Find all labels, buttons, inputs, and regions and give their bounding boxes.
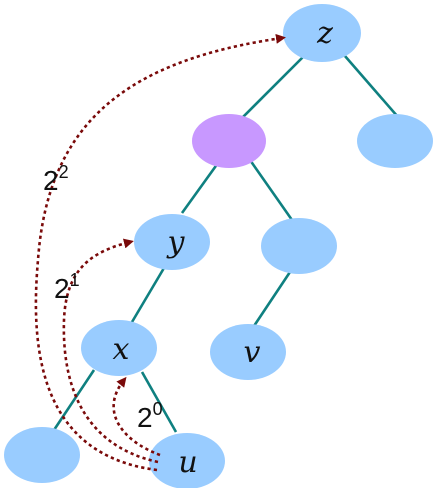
edge-mid-y (180, 162, 220, 214)
jump-arrow-u-to-y (62, 238, 159, 464)
jump-label-2-1-base: 2 (54, 273, 70, 304)
jump-label-2-0-base: 2 (137, 402, 153, 433)
node-z-label: z (316, 16, 333, 51)
edge-right-child-v (252, 271, 292, 327)
node-x-left-child (4, 427, 80, 483)
node-x-label: x (113, 332, 130, 367)
node-v (210, 324, 286, 380)
jump-arrows (34, 33, 286, 472)
edge-z-right-child (337, 47, 399, 118)
jump-arrow-u-to-z (34, 33, 286, 472)
node-y (134, 214, 210, 270)
node-z (283, 4, 361, 62)
node-x (81, 320, 157, 376)
jump-label-2-2-base: 2 (43, 165, 59, 196)
jump-arrow-u-to-x (112, 376, 161, 457)
tree-nodes (4, 4, 433, 488)
edge-x-u (140, 371, 178, 433)
jump-label-2-0: 20 (137, 399, 163, 433)
node-y-label: y (166, 225, 186, 260)
node-u (149, 433, 225, 488)
jump-labels: 20 21 22 (43, 162, 163, 433)
edge-x-left-child (52, 369, 96, 431)
edge-y-x (130, 267, 166, 323)
node-v-label: v (244, 335, 261, 370)
node-mid-right-child (261, 218, 337, 274)
node-labels: z y x v u (113, 16, 334, 480)
node-mid (192, 114, 266, 168)
jump-label-2-1-exponent: 1 (70, 270, 80, 290)
node-z-right-child (357, 114, 433, 168)
edge-z-mid (231, 47, 313, 129)
jump-label-2-2: 22 (43, 162, 69, 196)
jump-label-2-1: 21 (54, 270, 80, 304)
jump-label-2-2-exponent: 2 (59, 162, 69, 182)
node-u-label: u (178, 445, 197, 480)
edge-mid-right-child (248, 159, 294, 221)
tree-edges (52, 47, 399, 433)
jump-label-2-0-exponent: 0 (153, 399, 163, 419)
